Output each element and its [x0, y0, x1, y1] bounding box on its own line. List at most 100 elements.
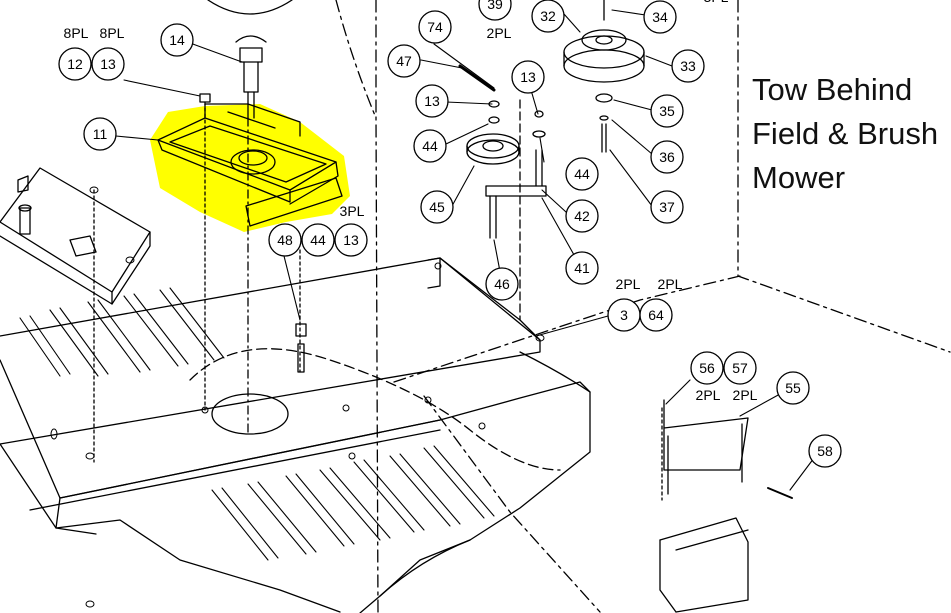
callout-circle — [650, 94, 684, 128]
callout-circle — [723, 351, 757, 385]
quantity-label-q2pl_e: 2PL — [733, 387, 758, 403]
callout-circle — [413, 129, 447, 163]
callout-circle — [415, 84, 449, 118]
callout-c34: 34 — [643, 0, 677, 34]
callout-number: 46 — [494, 276, 510, 292]
callout-circle — [565, 251, 599, 285]
callout-c46: 46 — [485, 267, 519, 301]
callout-c41: 41 — [565, 251, 599, 285]
callout-circle — [639, 298, 673, 332]
callout-c13c: 13 — [415, 84, 449, 118]
callout-number: 13 — [424, 93, 440, 109]
callout-c74: 74 — [418, 10, 452, 44]
callout-number: 14 — [169, 32, 185, 48]
quantity-label-q2pl_a: 2PL — [487, 25, 512, 41]
callout-circle — [420, 190, 454, 224]
callout-circle — [160, 23, 194, 57]
callout-c42: 42 — [565, 199, 599, 233]
quantity-label-q2pl_d: 2PL — [696, 387, 721, 403]
quantity-label-q8pl_a: 8PL — [64, 25, 89, 41]
callout-number: 35 — [659, 103, 675, 119]
callout-circle — [565, 157, 599, 191]
callout-number: 41 — [574, 260, 590, 276]
callout-number: 55 — [785, 380, 801, 396]
title-line-1: Tow Behind — [752, 72, 913, 107]
callout-c33: 33 — [671, 49, 705, 83]
callout-circle — [301, 223, 335, 257]
callout-number: 44 — [310, 232, 326, 248]
callout-number: 37 — [659, 199, 675, 215]
callout-circle — [387, 44, 421, 78]
callout-layer: 12 13 14 11 48 44 13 74 39 47 13 44 45 13 44 42 41 46 32 34… — [58, 0, 842, 468]
callout-c45: 45 — [420, 190, 454, 224]
callout-c44c: 44 — [565, 157, 599, 191]
title-line-2: Field & Brush — [752, 116, 939, 151]
callout-c36: 36 — [650, 140, 684, 174]
callout-c11: 11 — [83, 117, 117, 151]
callout-circle — [650, 190, 684, 224]
callout-circle — [268, 223, 302, 257]
callout-number: 44 — [422, 138, 438, 154]
callout-circle — [485, 267, 519, 301]
callout-circle — [565, 199, 599, 233]
callout-circle — [690, 351, 724, 385]
callout-number: 11 — [93, 126, 108, 142]
callout-number: 33 — [680, 58, 696, 74]
callout-number: 48 — [277, 232, 293, 248]
quantity-label-q2pl_b: 2PL — [616, 276, 641, 292]
callout-c44b: 44 — [413, 129, 447, 163]
callout-number: 74 — [427, 19, 443, 35]
callout-c55: 55 — [776, 371, 810, 405]
callout-circle — [58, 47, 92, 81]
quantity-label-layer: 8PL 8PL 3PL 2PL 2PL 2PL 2PL 2PL 3PL — [64, 0, 758, 403]
callout-number: 13 — [343, 232, 359, 248]
callout-number: 3 — [620, 307, 628, 323]
callout-c37: 37 — [650, 190, 684, 224]
callout-number: 47 — [396, 53, 412, 69]
callout-c48: 48 — [268, 223, 302, 257]
callout-circle — [643, 0, 677, 34]
callout-c35: 35 — [650, 94, 684, 128]
quantity-label-q3pl_a: 3PL — [340, 203, 365, 219]
callout-c64: 64 — [639, 298, 673, 332]
callout-c44a: 44 — [301, 223, 335, 257]
quantity-label-q2pl_c: 2PL — [658, 276, 683, 292]
callout-c47: 47 — [387, 44, 421, 78]
callout-circle — [478, 0, 512, 21]
callout-number: 13 — [100, 56, 116, 72]
callout-c32: 32 — [531, 0, 565, 33]
callout-c13d: 13 — [511, 60, 545, 94]
callout-number: 44 — [574, 166, 590, 182]
callout-circle — [511, 60, 545, 94]
callout-number: 45 — [429, 199, 445, 215]
callout-number: 64 — [648, 307, 664, 323]
callout-c13b: 13 — [334, 223, 368, 257]
callout-circle — [418, 10, 452, 44]
quantity-label-q8pl_b: 8PL — [100, 25, 125, 41]
callout-circle — [650, 140, 684, 174]
callout-c3: 3 — [607, 298, 641, 332]
callout-number: 56 — [699, 360, 715, 376]
callout-number: 34 — [652, 9, 668, 25]
callout-circle — [334, 223, 368, 257]
callout-number: 12 — [67, 56, 83, 72]
callout-circle — [83, 117, 117, 151]
callout-c56: 56 — [690, 351, 724, 385]
highlight-part-11 — [150, 104, 350, 232]
callout-number: 39 — [487, 0, 503, 12]
callout-number: 57 — [732, 360, 748, 376]
quantity-label-q3pl_b: 3PL — [704, 0, 729, 5]
callout-c12: 12 — [58, 47, 92, 81]
callout-circle — [808, 434, 842, 468]
callout-circle — [531, 0, 565, 33]
callout-c13a: 13 — [91, 47, 125, 81]
callout-number: 58 — [817, 443, 833, 459]
callout-circle — [91, 47, 125, 81]
callout-number: 36 — [659, 149, 675, 165]
callout-c57: 57 — [723, 351, 757, 385]
callout-c14: 14 — [160, 23, 194, 57]
callout-number: 32 — [540, 8, 556, 24]
diagram-title: Tow Behind Field & Brush Mower — [752, 68, 951, 200]
callout-c58: 58 — [808, 434, 842, 468]
